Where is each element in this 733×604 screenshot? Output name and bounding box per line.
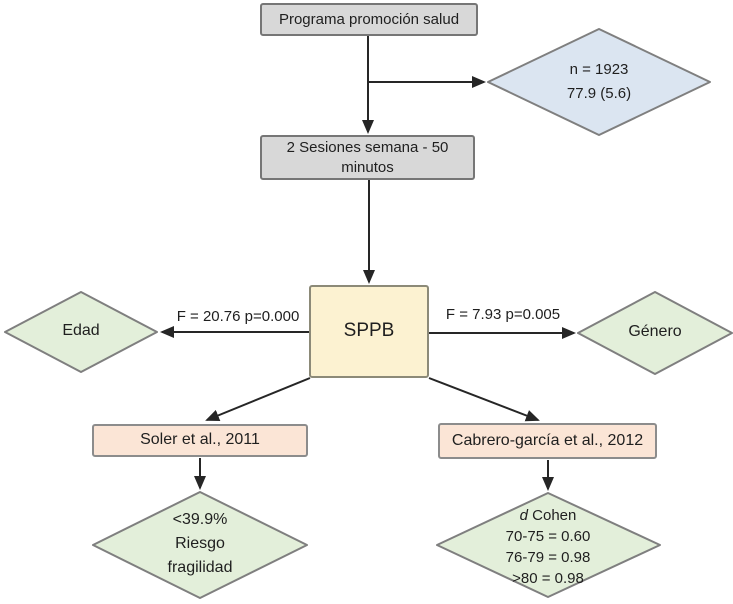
genero-diamond-shape	[577, 291, 733, 375]
edad-diamond-text: Edad	[62, 322, 100, 339]
node-cabrero-label: Cabrero-garcía et al., 2012	[451, 431, 644, 449]
node-sppb: SPPB	[309, 285, 429, 378]
edge-label-genero-stat: F = 7.93 p=0.005	[445, 306, 561, 323]
node-soler-label: Soler et al., 2011	[140, 431, 260, 449]
edge-sppb-soler	[205, 377, 311, 422]
node-sesiones-semana: 2 Sesiones semana - 50 minutos	[260, 135, 475, 180]
cohen-diamond-shape	[436, 492, 661, 598]
connector-group	[160, 36, 576, 491]
node-programa-promocion-salud: Programa promoción salud	[260, 3, 478, 36]
edge-sppb-cabrero	[428, 377, 540, 422]
edad-diamond-shape	[4, 291, 158, 373]
diamond-group	[4, 28, 733, 599]
node-cabrero-2012: Cabrero-garcía et al., 2012	[438, 423, 657, 459]
riesgo-diamond-shape	[92, 491, 308, 599]
cohen-76-79: 76-79 = 0.98	[505, 549, 591, 566]
node-sesiones-line2: minutos	[341, 158, 394, 176]
n-value: n = 1923	[569, 61, 629, 78]
node-sesiones-line1: 2 Sesiones semana - 50	[286, 139, 449, 156]
cohen-title: Cohen	[527, 507, 577, 524]
node-sesiones-label: 2 Sesiones semana - 50 minutos	[287, 138, 449, 177]
riesgo-threshold: <39.9%	[172, 511, 228, 528]
age-mean-sd: 77.9 (5.6)	[566, 85, 632, 102]
riesgo-word2: fragilidad	[167, 559, 233, 576]
n-diamond-shape	[487, 28, 711, 136]
cohen-80: >80 = 0.98	[512, 570, 584, 587]
riesgo-word1: Riesgo	[175, 535, 225, 552]
edge-label-edad-stat: F = 20.76 p=0.000	[176, 308, 300, 325]
n-diamond-text: n = 1923 77.9 (5.6)	[519, 58, 679, 106]
node-sppb-label: SPPB	[343, 320, 395, 342]
cohen-diamond-text: d Cohen 70-75 = 0.60 76-79 = 0.98 >80 = …	[448, 505, 648, 589]
genero-diamond-text: Género	[628, 323, 682, 340]
cohen-d-italic: d	[519, 507, 528, 524]
riesgo-diamond-text: <39.9% Riesgo fragilidad	[110, 508, 290, 580]
cohen-70-75: 70-75 = 0.60	[505, 528, 591, 545]
node-programa-label: Programa promoción salud	[278, 10, 460, 28]
node-soler-2011: Soler et al., 2011	[92, 424, 308, 457]
